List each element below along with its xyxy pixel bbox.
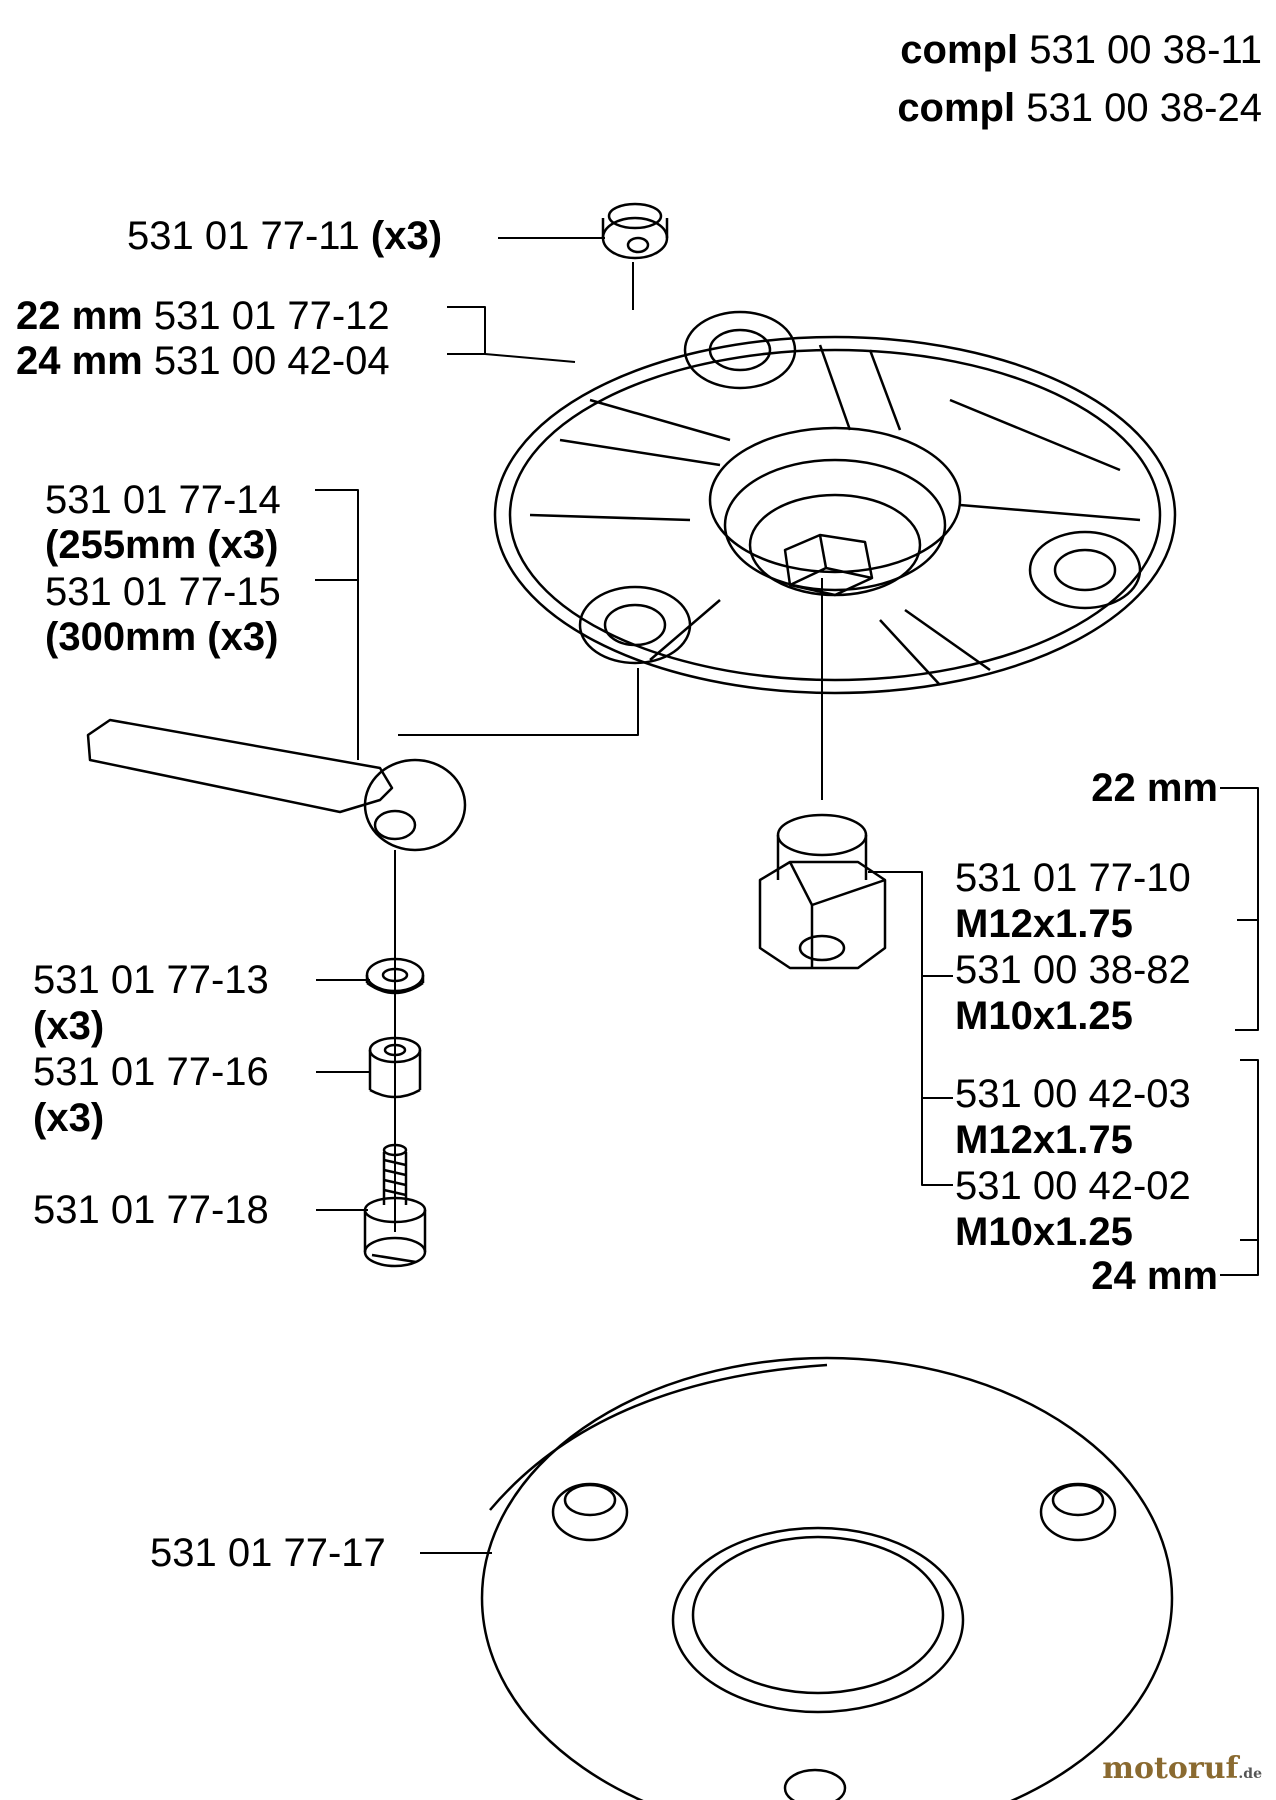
label-knife-255-number: 531 01 77-14 xyxy=(45,478,281,522)
washer xyxy=(365,957,425,995)
label-disc-22: 22 mm 531 01 77-12 xyxy=(16,294,390,338)
label-nut-b-number: 531 00 38-82 xyxy=(955,948,1191,992)
watermark-tld: .de xyxy=(1238,1766,1262,1782)
part-size: 22 mm xyxy=(16,294,143,338)
part-qty: (x3) xyxy=(370,214,443,258)
label-sleeve-qty: (x3) xyxy=(33,1096,105,1140)
label-nut-d-thread: M10x1.25 xyxy=(955,1210,1133,1254)
part-number: 531 00 42-04 xyxy=(153,339,390,383)
knife-blade xyxy=(86,718,467,852)
compl-word: compl xyxy=(897,86,1016,130)
watermark-logo: motoruf.de xyxy=(1102,1751,1262,1786)
label-nut-c-thread: M12x1.75 xyxy=(955,1118,1133,1162)
part-number: 531 01 77-12 xyxy=(153,294,390,338)
label-washer-number: 531 01 77-13 xyxy=(33,958,269,1002)
watermark-brand: motoruf xyxy=(1102,1751,1239,1786)
compl-number: 531 00 38-24 xyxy=(1026,86,1262,130)
part-number: 531 01 77-11 xyxy=(127,214,360,258)
label-knife-255-note: (255mm (x3) xyxy=(45,523,279,567)
compl-line-1: compl 531 00 38-11 xyxy=(700,28,1262,72)
label-disc-24: 24 mm 531 00 42-04 xyxy=(16,339,390,383)
support-cup xyxy=(480,1356,1174,1800)
center-nut xyxy=(758,813,887,970)
label-sleeve-number: 531 01 77-16 xyxy=(33,1050,269,1094)
label-nut-a-number: 531 01 77-10 xyxy=(955,856,1191,900)
leader-lines xyxy=(315,237,1259,1554)
label-nut-24mm: 24 mm xyxy=(1091,1254,1218,1298)
label-nut-c-number: 531 00 42-03 xyxy=(955,1072,1191,1116)
label-top-nut: 531 01 77-11 (x3) xyxy=(127,214,442,258)
sleeve xyxy=(368,1036,422,1099)
compl-number: 531 00 38-11 xyxy=(1029,28,1262,72)
top-nut xyxy=(601,202,669,260)
label-nut-d-number: 531 00 42-02 xyxy=(955,1164,1191,1208)
label-knife-300-number: 531 01 77-15 xyxy=(45,570,281,614)
label-washer-qty: (x3) xyxy=(33,1004,105,1048)
label-knife-300-note: (300mm (x3) xyxy=(45,615,279,659)
label-nut-b-thread: M10x1.25 xyxy=(955,994,1133,1038)
compl-word: compl xyxy=(900,28,1019,72)
screw xyxy=(363,1143,427,1268)
label-nut-a-thread: M12x1.75 xyxy=(955,902,1133,946)
knife-holder-disc xyxy=(493,310,1177,695)
label-nut-22mm: 22 mm xyxy=(1091,766,1218,810)
compl-line-2: compl 531 00 38-24 xyxy=(700,86,1262,130)
label-support-cup: 531 01 77-17 xyxy=(150,1531,386,1575)
part-size: 24 mm xyxy=(16,339,143,383)
label-screw-number: 531 01 77-18 xyxy=(33,1188,269,1232)
